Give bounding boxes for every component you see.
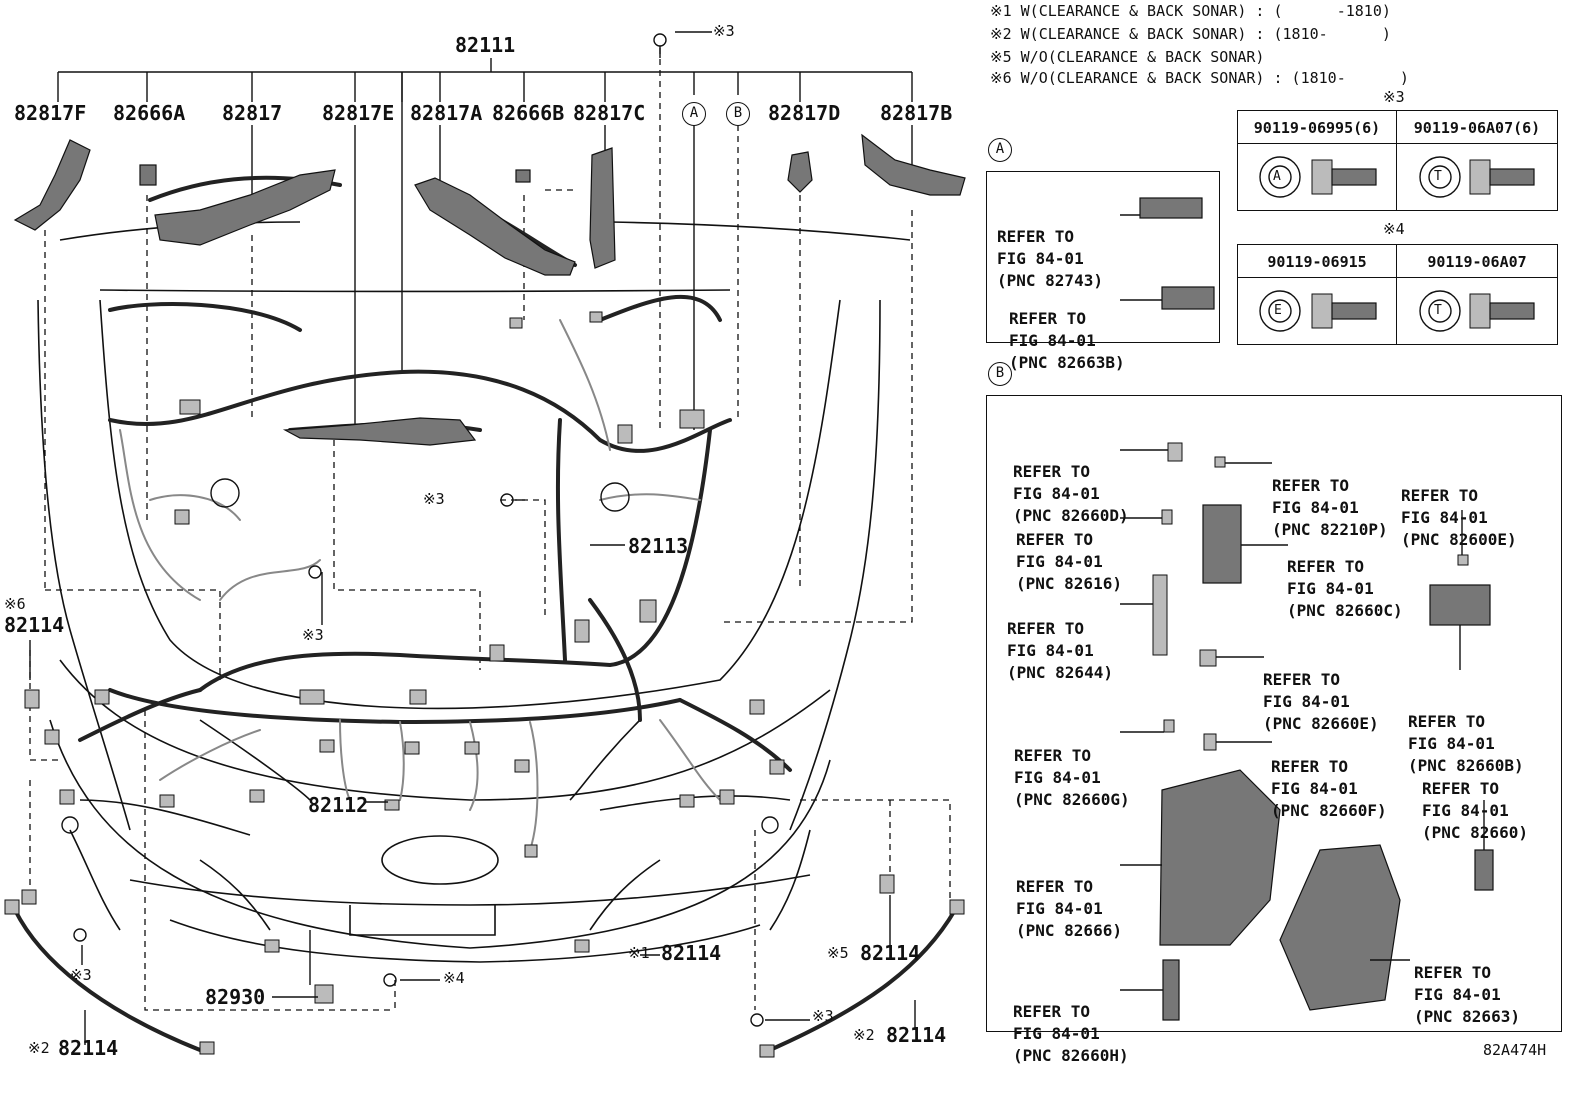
bolt-letter-t-3: T <box>1434 169 1442 184</box>
label-82817A: 82817A <box>410 101 483 125</box>
bolt-mark-bottom-right: ※3 <box>812 1007 834 1025</box>
bolt-mark-bottom-left: ※3 <box>70 966 92 984</box>
box-a-marker: A <box>988 138 1012 162</box>
label-82114-bl-prefix: ※2 <box>28 1039 50 1057</box>
label-82817F: 82817F <box>14 101 87 125</box>
bolt-table-3-cell-2 <box>1396 143 1558 211</box>
part-82817B-shape <box>861 133 966 196</box>
label-82114-r5-prefix: ※5 <box>827 944 849 962</box>
label-82817E: 82817E <box>322 101 395 125</box>
label-82114-mid-prefix: ※1 <box>628 944 650 962</box>
part-82666A-shape <box>139 164 157 186</box>
bolt-table-3-mark: ※3 <box>1383 88 1405 106</box>
figure-code: 82A474H <box>1483 1041 1547 1059</box>
main-part-number: 82111 <box>455 33 516 57</box>
label-82666B: 82666B <box>492 101 565 125</box>
part-82817E-shape <box>282 417 477 446</box>
part-82817C-shape <box>589 147 616 269</box>
bolt-table-4-mark: ※4 <box>1383 220 1405 238</box>
label-82114-bl: 82114 <box>58 1036 119 1060</box>
note-2: ※2 W(CLEARANCE & BACK SONAR) : (1810- ) <box>990 25 1391 43</box>
label-82114-r2: 82114 <box>886 1023 947 1047</box>
label-82114-r2-prefix: ※2 <box>853 1026 875 1044</box>
part-82817D-shape <box>787 151 813 193</box>
label-82114-left-prefix: ※6 <box>4 595 26 613</box>
label-82114-mid: 82114 <box>661 941 722 965</box>
box-b-marker: B <box>988 362 1012 386</box>
label-82817C: 82817C <box>573 101 646 125</box>
part-82666B-shape <box>515 169 531 183</box>
bolt-part-90119-06A07-6: 90119-06A07(6) <box>1413 119 1541 137</box>
label-82114-left: 82114 <box>4 613 65 637</box>
label-82930: 82930 <box>205 985 266 1009</box>
bolt-mark-top: ※3 <box>713 22 735 40</box>
bolt-letter-t-4: T <box>1434 303 1442 318</box>
label-82112: 82112 <box>308 793 369 817</box>
marker-b: B <box>726 102 750 126</box>
box-a <box>986 171 1220 343</box>
bolt-table-4-cell-2 <box>1396 277 1558 345</box>
part-82817A-shape <box>414 177 576 276</box>
part-82817-shape <box>154 169 336 246</box>
bolt-part-90119-06A07: 90119-06A07 <box>1427 253 1527 271</box>
part-82817F-shape <box>13 139 91 231</box>
label-82817: 82817 <box>222 101 283 125</box>
box-b <box>986 395 1562 1032</box>
bolt-part-90119-06995: 90119-06995(6) <box>1253 119 1381 137</box>
bolt-part-90119-06915: 90119-06915 <box>1267 253 1367 271</box>
bolt-letter-e: E <box>1274 303 1282 318</box>
bolt-mark-center: ※3 <box>423 490 445 508</box>
label-82817B: 82817B <box>880 101 953 125</box>
marker-a: A <box>682 102 706 126</box>
bolt-letter-a: A <box>1273 169 1281 184</box>
label-82666A: 82666A <box>113 101 186 125</box>
label-82817D: 82817D <box>768 101 841 125</box>
label-82113: 82113 <box>628 534 689 558</box>
note-6: ※6 W/O(CLEARANCE & BACK SONAR) : (1810- … <box>990 69 1409 87</box>
label-82114-r5: 82114 <box>860 941 921 965</box>
note-5: ※5 W/O(CLEARANCE & BACK SONAR) <box>990 48 1265 66</box>
note-1: ※1 W(CLEARANCE & BACK SONAR) : ( -1810) <box>990 2 1391 20</box>
part-82663B-shape <box>1161 286 1215 310</box>
bolt-mark-left: ※3 <box>302 626 324 644</box>
bolt-mark-4: ※4 <box>443 969 465 987</box>
part-82743-shape <box>1139 197 1203 219</box>
